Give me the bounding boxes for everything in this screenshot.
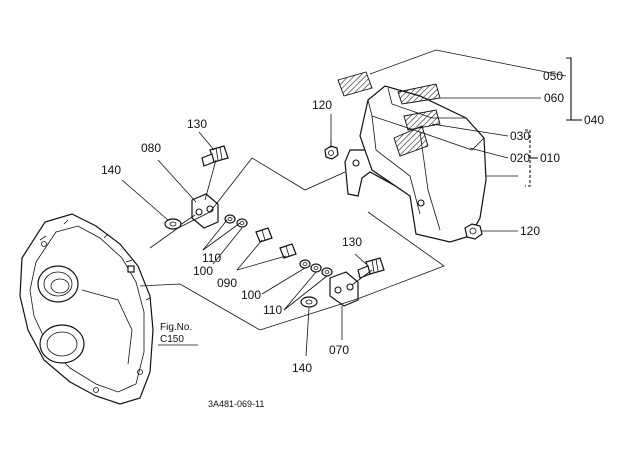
bolt-130-lower [357, 257, 385, 279]
part-label-100-upper: 100 [193, 264, 213, 278]
gear-case-housing [19, 213, 154, 405]
part-label-080: 080 [141, 141, 161, 155]
nut-120-lower [464, 223, 483, 240]
washer-110-lower [310, 263, 322, 273]
bolt-130-upper [201, 145, 229, 167]
part-label-140-upper: 140 [101, 163, 121, 177]
figure-ref-label: Fig.No. [160, 322, 192, 333]
washer-100-lower [299, 259, 311, 269]
part-label-070: 070 [329, 343, 349, 357]
grouping-brackets [525, 57, 582, 187]
assembly-lines [139, 140, 445, 331]
part-label-100-lower: 100 [241, 288, 261, 302]
drawing-number: 3A481-069-11 [208, 399, 264, 409]
part-label-110-upper: 110 [202, 251, 221, 265]
part-label-090: 090 [217, 276, 237, 290]
cover-assembly-part [337, 71, 487, 243]
part-label-020: 020 [510, 151, 530, 165]
part-label-140-lower: 140 [292, 361, 312, 375]
figure-ref-number: C150 [160, 334, 184, 345]
bolt-090-lower [279, 243, 297, 259]
part-label-120-lower: 120 [520, 224, 540, 238]
washer-100-upper [236, 218, 248, 228]
part-label-110-lower: 110 [263, 303, 282, 317]
bracket-070 [329, 271, 359, 307]
part-label-130-lower: 130 [342, 235, 362, 249]
bracket-080 [191, 193, 219, 229]
part-label-130-upper: 130 [187, 117, 207, 131]
washer-110-upper [224, 214, 236, 224]
leader-lines [121, 49, 567, 357]
bolt-090-upper [255, 227, 273, 243]
part-label-060: 060 [544, 91, 564, 105]
part-label-040: 040 [584, 113, 604, 127]
washer-140-upper [164, 218, 182, 230]
part-label-120-upper: 120 [312, 98, 332, 112]
part-label-030: 030 [510, 129, 530, 143]
washer-extra-lower [321, 267, 333, 277]
figure-reference: Fig.No. C150 [158, 322, 198, 346]
part-label-050: 050 [543, 69, 563, 83]
nut-120-upper [324, 145, 339, 160]
part-label-010: 010 [540, 151, 560, 165]
washer-140-lower [300, 296, 318, 308]
